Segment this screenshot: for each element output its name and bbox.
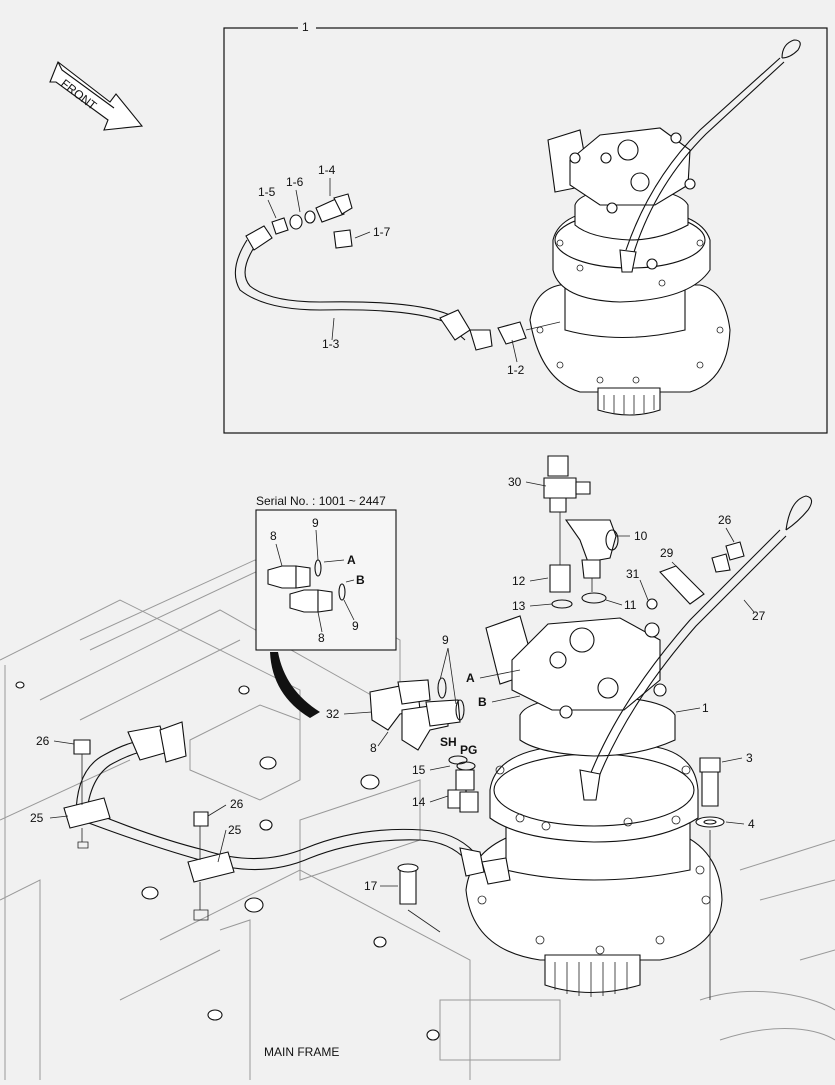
inset-callout-9b: 9	[352, 619, 359, 633]
callout-25-mid: 25	[228, 823, 242, 837]
callout-1-5: 1-5	[258, 185, 276, 199]
port-a-label: A	[466, 671, 475, 685]
callout-10: 10	[634, 529, 648, 543]
main-frame-label: MAIN FRAME	[264, 1045, 339, 1059]
callout-1-3: 1-3	[322, 337, 340, 351]
callout-26-left: 26	[36, 734, 50, 748]
callout-30: 30	[508, 475, 522, 489]
callout-32: 32	[326, 707, 340, 721]
inset-title: Serial No. : 1001 ~ 2447	[256, 494, 386, 508]
inset-callout-8a: 8	[270, 529, 277, 543]
callout-13: 13	[512, 599, 526, 613]
callout-1: 1	[702, 701, 709, 715]
inset-callout-9a: 9	[312, 516, 319, 530]
top-fittings	[543, 455, 745, 610]
port-pg-label: PG	[460, 743, 477, 757]
swing-motor-main	[465, 495, 813, 997]
inset-port-a: A	[347, 553, 356, 567]
callout-3: 3	[746, 751, 753, 765]
port-fittings	[369, 677, 479, 813]
callout-31: 31	[626, 567, 640, 581]
inset-pointer	[270, 652, 320, 718]
callout-1-4: 1-4	[318, 163, 336, 177]
callout-4: 4	[748, 817, 755, 831]
callout-1-2: 1-2	[507, 363, 525, 377]
callout-29: 29	[660, 546, 674, 560]
inset-port-b: B	[356, 573, 365, 587]
port-sh-label: SH	[440, 735, 457, 749]
inset-callout-8b: 8	[318, 631, 325, 645]
detail-box	[223, 27, 828, 434]
callout-15: 15	[412, 763, 426, 777]
callout-1-6: 1-6	[286, 175, 304, 189]
callout-1-7: 1-7	[373, 225, 391, 239]
callout-12: 12	[512, 574, 526, 588]
callout-11: 11	[624, 598, 637, 612]
swing-motor-top	[234, 39, 801, 416]
callout-8: 8	[370, 741, 377, 755]
port-b-label: B	[478, 695, 487, 709]
callout-27: 27	[752, 609, 766, 623]
callout-9: 9	[442, 633, 449, 647]
callout-26-mid: 26	[230, 797, 244, 811]
callout-25-left: 25	[30, 811, 44, 825]
callout-1-top: 1	[302, 20, 309, 34]
front-arrow: FRONT	[49, 61, 144, 131]
callout-14: 14	[412, 795, 426, 809]
drain-hose	[63, 721, 511, 921]
callout-17: 17	[364, 879, 378, 893]
hardware-parts	[397, 757, 725, 1000]
main-frame-structure	[0, 559, 835, 1080]
callout-26-top: 26	[718, 513, 732, 527]
